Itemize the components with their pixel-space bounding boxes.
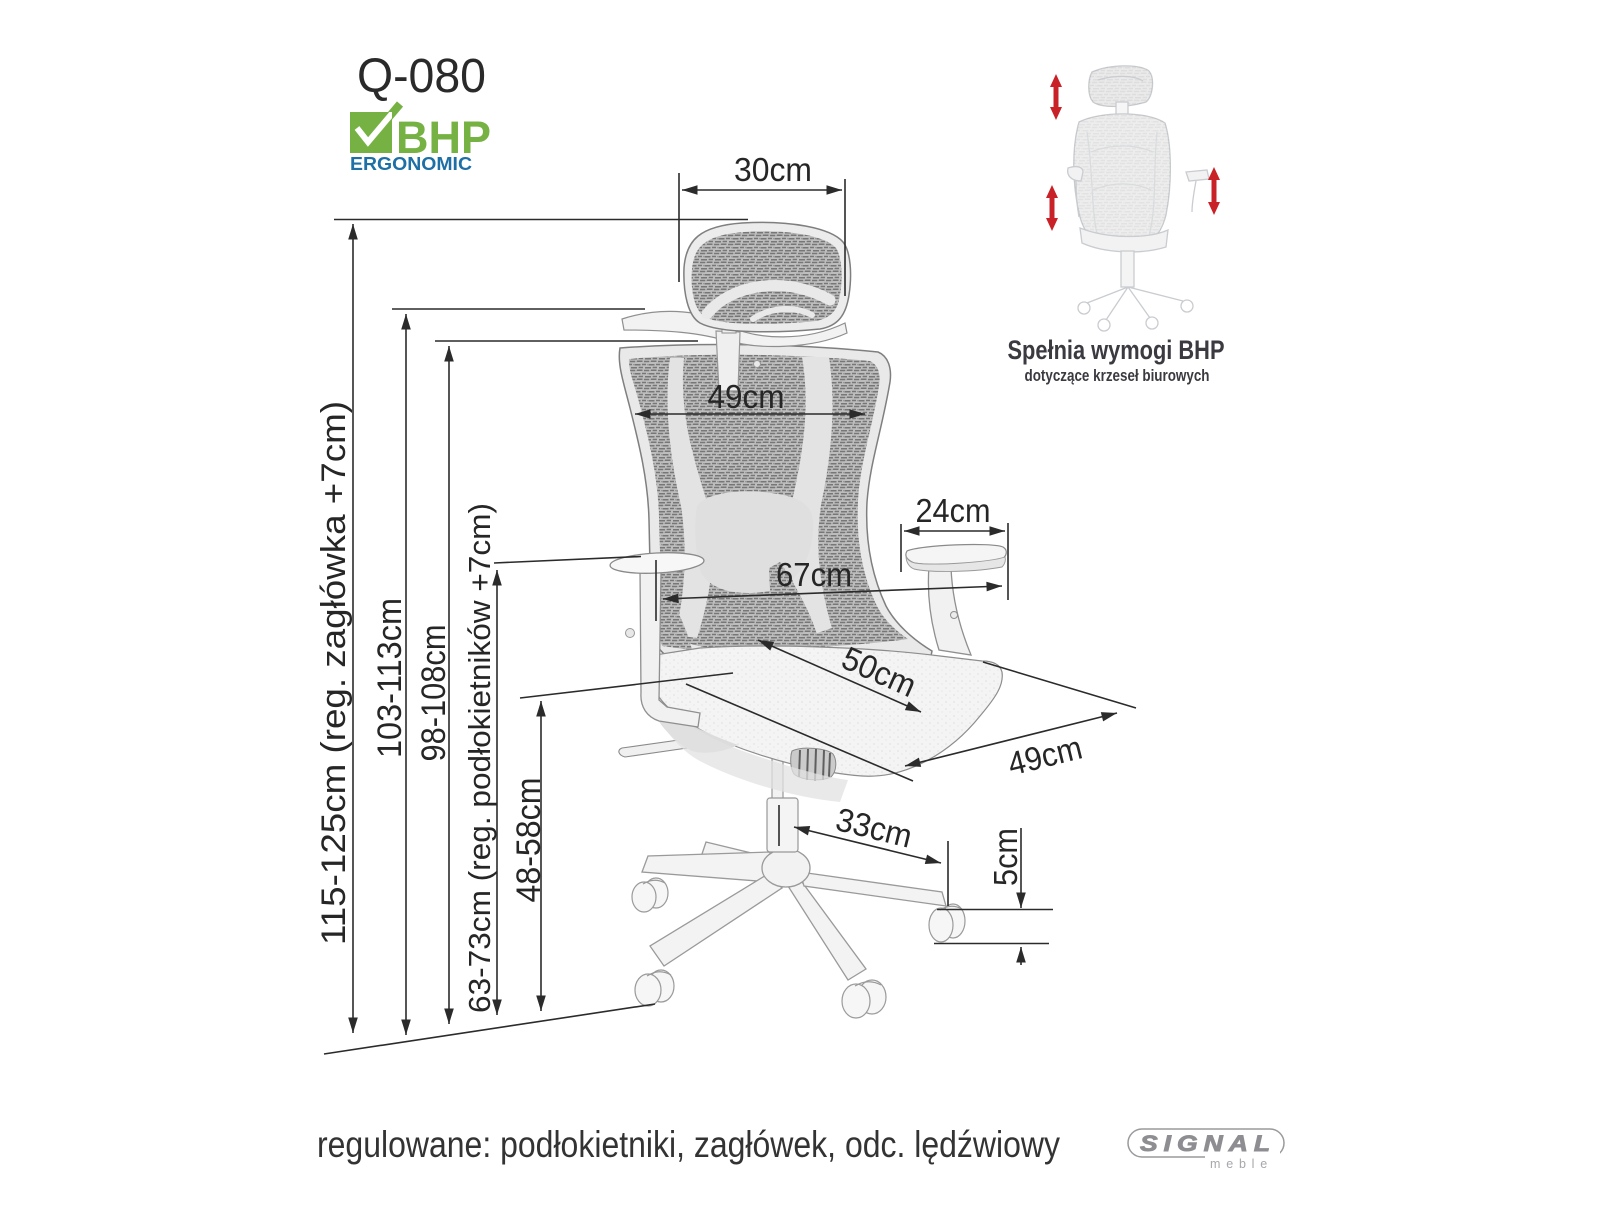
svg-text:103-113cm: 103-113cm bbox=[371, 598, 409, 758]
svg-text:BHP: BHP bbox=[396, 112, 491, 163]
svg-text:SIGNAL: SIGNAL bbox=[1140, 1131, 1276, 1156]
svg-text:30cm: 30cm bbox=[734, 151, 812, 188]
svg-text:49cm: 49cm bbox=[708, 378, 785, 415]
svg-text:48-58cm: 48-58cm bbox=[510, 778, 548, 903]
svg-text:24cm: 24cm bbox=[916, 492, 991, 529]
svg-text:67cm: 67cm bbox=[776, 556, 852, 593]
svg-text:ERGONOMIC: ERGONOMIC bbox=[350, 154, 472, 174]
svg-text:33cm: 33cm bbox=[832, 800, 916, 854]
svg-text:meble: meble bbox=[1210, 1156, 1273, 1171]
svg-text:regulowane: podłokietniki, zag: regulowane: podłokietniki, zagłówek, odc… bbox=[317, 1124, 1060, 1165]
svg-text:49cm: 49cm bbox=[1004, 728, 1086, 782]
svg-text:dotyczące krzeseł biurowych: dotyczące krzeseł biurowych bbox=[1025, 366, 1210, 385]
svg-text:63-73cm (reg. podłokietników +: 63-73cm (reg. podłokietników +7cm) bbox=[462, 503, 497, 1013]
svg-text:115-125cm (reg. zagłówka +7cm): 115-125cm (reg. zagłówka +7cm) bbox=[315, 401, 353, 945]
svg-text:5cm: 5cm bbox=[987, 828, 1024, 886]
svg-text:Spełnia wymogi BHP: Spełnia wymogi BHP bbox=[1008, 335, 1225, 365]
svg-text:98-108cm: 98-108cm bbox=[415, 625, 453, 762]
svg-text:Q-080: Q-080 bbox=[357, 50, 486, 103]
